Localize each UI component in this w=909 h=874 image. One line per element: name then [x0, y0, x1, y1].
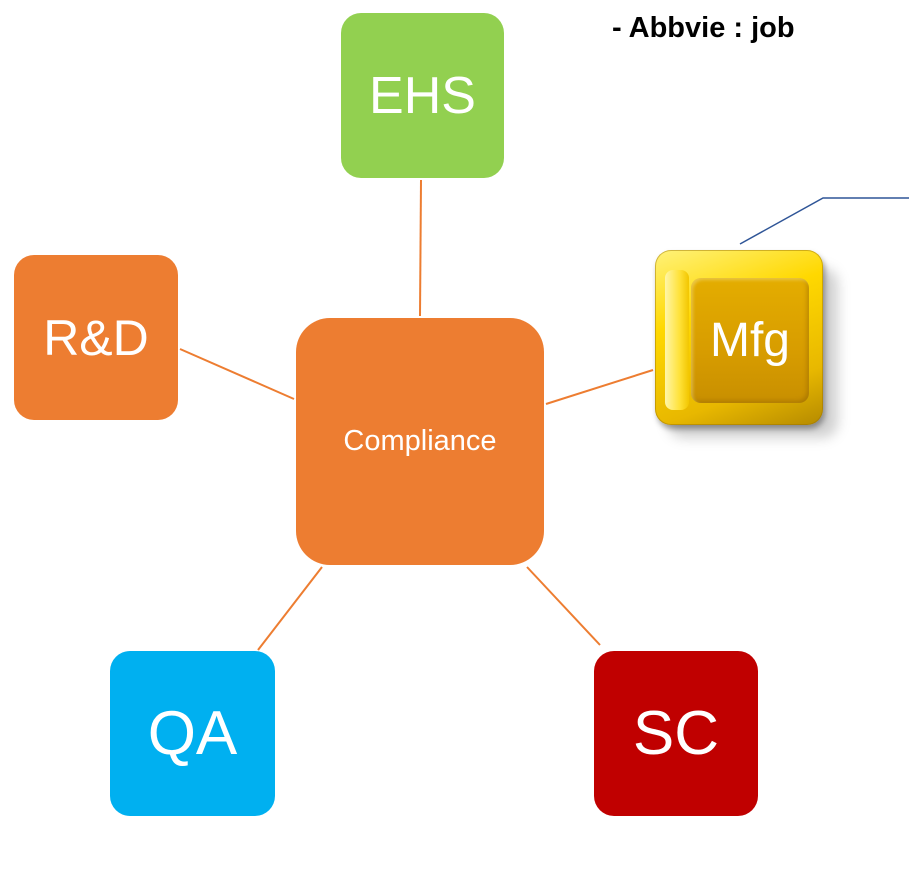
- connector-mfg: [545, 369, 654, 405]
- node-compliance: Compliance: [296, 318, 544, 565]
- connector-rd: [179, 348, 295, 400]
- callout-line: [739, 197, 909, 245]
- node-rd: R&D: [14, 255, 178, 420]
- node-mfg-button[interactable]: Mfg: [655, 250, 823, 425]
- node-mfg-label: Mfg: [691, 278, 809, 403]
- connector-sc: [526, 566, 601, 646]
- mfg-bevel-edge: [665, 270, 689, 410]
- connector-ehs: [419, 179, 422, 317]
- note-text: - Abbvie : job: [612, 12, 795, 44]
- node-qa: QA: [110, 651, 275, 816]
- connector-qa: [257, 566, 323, 651]
- node-sc: SC: [594, 651, 758, 816]
- node-ehs: EHS: [341, 13, 504, 178]
